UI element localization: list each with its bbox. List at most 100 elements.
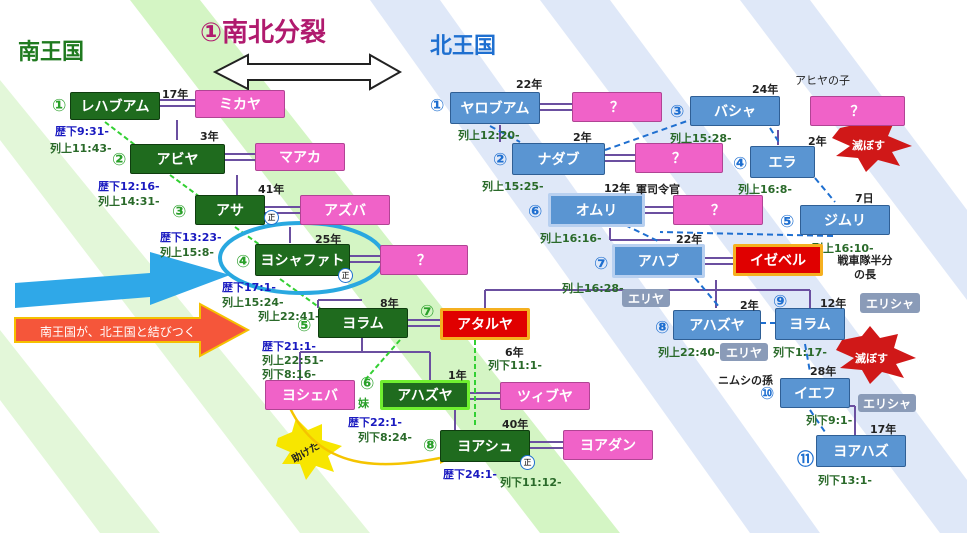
- king-jehoshaphat: ヨシャファト: [255, 244, 350, 276]
- split-arrow: [212, 53, 403, 91]
- blue-stripe-1: [370, 0, 820, 533]
- south-years-6: 1年: [448, 369, 467, 382]
- king-ahaziah-north: アハズヤ: [673, 310, 761, 340]
- righteous-badge-joash: 正: [520, 455, 535, 470]
- north-note-3: アヒヤの子: [795, 74, 850, 87]
- north-num-2: ②: [493, 150, 508, 170]
- spouse-unknown-n2: ？: [635, 143, 723, 173]
- north-years-8: 2年: [740, 299, 759, 312]
- spouse-maacah: マアカ: [255, 143, 345, 171]
- king-nadab: ナダブ: [512, 143, 605, 175]
- south-num-5: ⑤: [297, 316, 312, 336]
- south-years-4: 25年: [315, 233, 342, 246]
- south-num-7: ⑦: [420, 302, 435, 322]
- king-jehu: イエフ: [780, 378, 850, 408]
- elisha-tag-2: エリシャ: [858, 394, 916, 412]
- south-years-3: 41年: [258, 183, 285, 196]
- north-num-10: ⑩: [760, 384, 775, 404]
- spouse-unknown-n1: ？: [572, 92, 662, 122]
- north-years-2: 2年: [573, 131, 592, 144]
- north-years-6: 12年: [604, 182, 631, 195]
- green-stripe-2: [0, 80, 370, 533]
- north-ref-10: 列下9:1-: [806, 414, 853, 427]
- sister-jehosheba: ヨシェバ: [265, 380, 355, 410]
- north-years-11: 17年: [870, 423, 897, 436]
- king-jehoram-north: ヨラム: [775, 308, 845, 340]
- south-num-1: ①: [52, 96, 67, 116]
- south-years-1: 17年: [162, 88, 189, 101]
- south-ref-1b: 列上11:43-: [50, 142, 112, 155]
- king-abijah: アビヤ: [130, 144, 225, 174]
- spouse-azubah: アズバ: [300, 195, 390, 225]
- south-ref-4c: 列上22:41-: [258, 310, 320, 323]
- helped-arrow: [288, 407, 441, 466]
- north-num-9: ⑨: [773, 292, 788, 312]
- north-years-7: 22年: [676, 233, 703, 246]
- north-num-11: ⑪: [797, 450, 814, 470]
- north-num-3: ③: [670, 102, 685, 122]
- big-blue-arrow: [15, 252, 230, 308]
- king-jehoahaz: ヨアハズ: [816, 435, 906, 467]
- north-ref-9: 列下1:17-: [773, 346, 827, 359]
- elisha-tag-1: エリシャ: [860, 293, 920, 313]
- south-num-4: ④: [236, 252, 251, 272]
- south-ref-8b: 列下11:12-: [500, 476, 562, 489]
- south-num-3: ③: [172, 202, 187, 222]
- south-ref-3a: 歴下13:23-: [160, 231, 222, 244]
- north-years-5: 7日: [855, 192, 874, 205]
- north-num-1: ①: [430, 96, 445, 116]
- south-ref-7: 列下11:1-: [488, 359, 542, 372]
- north-ref-4: 列上16:8-: [738, 183, 792, 196]
- righteous-badge-jehoshaphat: 正: [338, 268, 353, 283]
- south-years-2: 3年: [200, 130, 219, 143]
- south-ref-4a: 歴下17:1-: [222, 281, 276, 294]
- queen-jezebel: イゼベル: [733, 244, 823, 276]
- spouse-jehoaddan: ヨアダン: [563, 430, 653, 460]
- sister-tag: 妹: [358, 397, 369, 410]
- king-omri: オムリ: [548, 193, 645, 227]
- spouse-micaiah: ミカヤ: [195, 90, 285, 118]
- south-ref-6a: 歴下22:1-: [348, 416, 402, 429]
- south-ref-2a: 歴下12:16-: [98, 180, 160, 193]
- helped-burst: [276, 418, 342, 480]
- king-rehoboam: レハブアム: [70, 92, 160, 120]
- queen-athaliah: アタルヤ: [440, 308, 530, 340]
- south-title: 南王国: [18, 40, 85, 65]
- north-ref-6: 列上16:16-: [540, 232, 602, 245]
- king-jeroboam: ヤロブアム: [450, 92, 540, 124]
- destroy-burst-1: [832, 114, 912, 172]
- arrow-caption: 南王国が、北王国と結びつく: [40, 325, 196, 339]
- south-ref-5c: 列下8:16-: [262, 368, 316, 381]
- north-years-1: 22年: [516, 78, 543, 91]
- south-years-8: 40年: [502, 418, 529, 431]
- south-num-2: ②: [112, 150, 127, 170]
- king-asa: アサ: [195, 195, 265, 225]
- main-title: ①南北分裂: [200, 18, 327, 48]
- south-ref-1a: 歴下9:31-: [55, 125, 109, 138]
- spouse-unknown-n3: ？: [810, 96, 905, 126]
- north-ref-3: 列上15:28-: [670, 132, 732, 145]
- north-years-3: 24年: [752, 83, 779, 96]
- north-note-10: ニムシの孫: [718, 374, 773, 387]
- north-ref-11: 列下13:1-: [818, 474, 872, 487]
- north-ref-5: 列上16:10-: [812, 242, 874, 255]
- king-baasha: バシャ: [690, 96, 780, 126]
- spouse-unknown-n6: ？: [673, 195, 763, 225]
- north-num-5: ⑤: [780, 212, 795, 232]
- north-title: 北王国: [430, 34, 497, 59]
- king-elah: エラ: [750, 146, 815, 178]
- north-ref-1: 列上12:20-: [458, 129, 520, 142]
- south-ref-8a: 歴下24:1-: [443, 468, 497, 481]
- south-num-6: ⑥: [360, 374, 375, 394]
- elijah-tag-1: エリヤ: [622, 289, 670, 307]
- red-arrow: [14, 302, 251, 358]
- north-note-5: 戦車隊半分の長: [837, 254, 893, 281]
- elijah-tag-2: エリヤ: [720, 343, 768, 361]
- spouse-unknown-4: ？: [380, 245, 468, 275]
- king-jehoram-south: ヨラム: [318, 308, 408, 338]
- spouse-zibiah: ツィブヤ: [500, 382, 590, 410]
- south-years-7: 6年: [505, 346, 524, 359]
- king-joash: ヨアシュ: [440, 430, 530, 462]
- green-stripe-3: [0, 330, 160, 533]
- south-ref-4b: 列上15:24-: [222, 296, 284, 309]
